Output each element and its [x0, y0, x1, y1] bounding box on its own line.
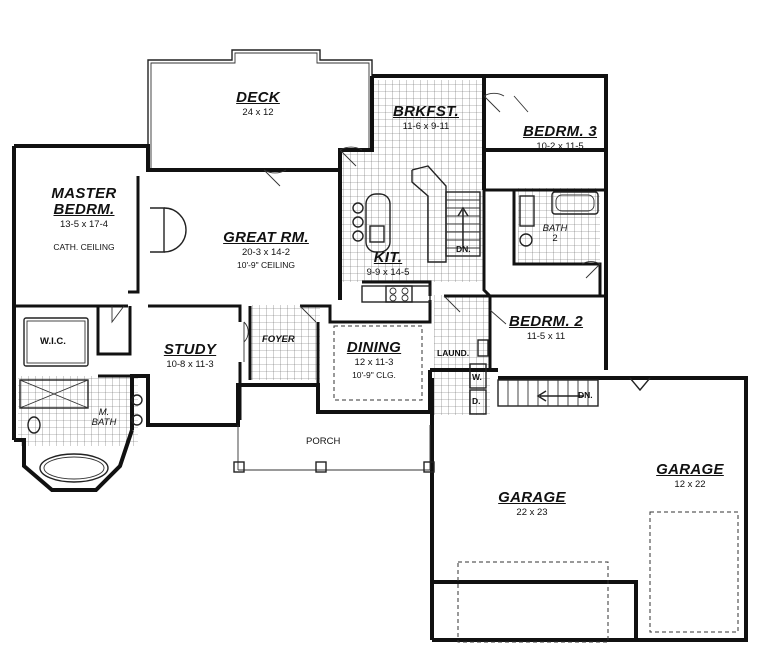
laundry-label: LAUND. — [437, 348, 470, 358]
mbath-label: M. BATH — [92, 406, 117, 428]
garage-main-name: GARAGE — [498, 489, 566, 506]
garage-side-label: GARAGE 12 x 22 — [656, 462, 724, 490]
great-room-name: GREAT RM. — [223, 229, 309, 246]
garage-stair-down-label: DN. — [578, 390, 593, 400]
bath2-name: BATH — [542, 223, 568, 234]
tile-floors — [18, 80, 600, 446]
great-room-note: 10'-9" CEILING — [236, 259, 296, 270]
bath2-label: BATH 2 — [543, 222, 568, 244]
dryer-label: D. — [472, 396, 481, 406]
brkfst-name: BRKFST. — [393, 103, 459, 120]
bedrm2-name: BEDRM. 2 — [508, 313, 584, 330]
master-name-line1: MASTER — [51, 185, 117, 202]
exterior-walls — [12, 74, 748, 642]
dining-dim: 12 x 11-3 — [354, 356, 394, 368]
kit-name: KIT. — [373, 249, 403, 266]
dining-note: 10'-9" CLG. — [352, 369, 396, 380]
porch-label: PORCH — [306, 436, 341, 447]
garage-main-dim: 22 x 23 — [516, 506, 548, 518]
great-room-dim: 20-3 x 14-2 — [241, 246, 291, 258]
washer-label: W. — [472, 372, 482, 382]
deck-outline — [147, 49, 373, 170]
fixtures — [19, 165, 739, 643]
kit-label: KIT. 9-9 x 14-5 — [367, 250, 410, 278]
bedrm2-label: BEDRM. 2 11-5 x 11 — [509, 314, 583, 342]
master-label: MASTER BEDRM. 13-5 x 17-4 CATH. CEILING — [51, 186, 116, 252]
bedrm3-dim: 10-2 x 11-5 — [536, 140, 584, 152]
garage-side-dim: 12 x 22 — [674, 478, 706, 490]
brkfst-dim: 11-6 x 9-11 — [402, 120, 450, 132]
master-note: CATH. CEILING — [53, 242, 115, 253]
stair-down-label: DN. — [456, 244, 471, 254]
kit-dim: 9-9 x 14-5 — [366, 266, 410, 278]
master-dim: 13-5 x 17-4 — [59, 218, 109, 230]
wic-label: W.I.C. — [40, 336, 66, 347]
brkfst-label: BRKFST. 11-6 x 9-11 — [393, 104, 459, 132]
great-room-label: GREAT RM. 20-3 x 14-2 10'-9" CEILING — [223, 230, 309, 270]
dining-name: DINING — [346, 339, 402, 356]
garage-main-label: GARAGE 22 x 23 — [498, 490, 566, 518]
deck-label: DECK 24 x 12 — [236, 90, 280, 118]
mbath-line1: M. — [98, 407, 110, 418]
study-dim: 10-8 x 11-3 — [166, 358, 214, 370]
bath2-num: 2 — [552, 232, 558, 244]
study-label: STUDY 10-8 x 11-3 — [164, 342, 216, 370]
mbath-line2: BATH — [91, 416, 117, 428]
deck-dim: 24 x 12 — [242, 106, 274, 118]
garage-side-name: GARAGE — [656, 461, 724, 478]
dining-label: DINING 12 x 11-3 10'-9" CLG. — [347, 340, 401, 380]
bedrm3-label: BEDRM. 3 10-2 x 11-5 — [523, 124, 597, 152]
deck-name: DECK — [236, 89, 280, 106]
foyer-label: FOYER — [262, 334, 295, 345]
door-swings — [111, 92, 601, 362]
bedrm2-dim: 11-5 x 11 — [526, 330, 566, 342]
study-name: STUDY — [163, 341, 217, 358]
master-name-line2: BEDRM. — [53, 200, 115, 218]
bedrm3-name: BEDRM. 3 — [522, 123, 598, 140]
